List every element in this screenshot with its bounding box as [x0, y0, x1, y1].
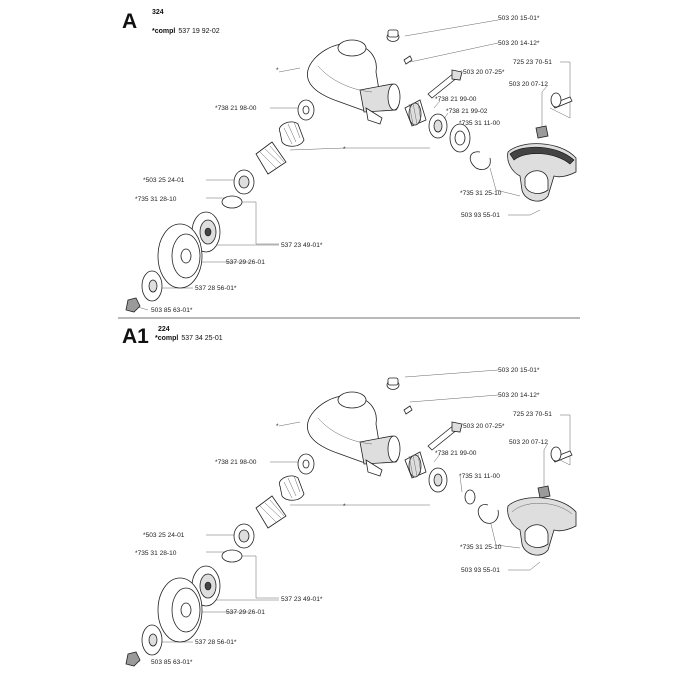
reference-star-label: *: [343, 146, 346, 153]
spline-shaft-part: [255, 141, 287, 175]
screw-part: [386, 29, 400, 42]
shim-part: [297, 99, 315, 121]
part-number-label: 503 85 63-01*: [151, 307, 193, 314]
support-cup-part: [157, 577, 203, 643]
washer-part: [464, 489, 476, 505]
lock-nut-part: [125, 651, 141, 667]
part-number-label: *738 21 99-02: [446, 108, 488, 115]
part-number-label: *503 25 24-01: [143, 532, 185, 539]
section-a-part-labels: 503 20 15-01* 503 20 14-12* 503 20 07-25…: [135, 15, 552, 314]
section-a-model: 324: [152, 9, 164, 16]
thrust-washer-part: [141, 270, 163, 302]
nut-part: [537, 485, 551, 499]
lock-nut-part: [125, 297, 141, 313]
washer-part: [449, 123, 471, 153]
part-number-label: 503 20 07-12: [509, 81, 548, 88]
nut-part: [535, 125, 549, 139]
part-number-label: 503 20 07-25*: [463, 423, 505, 430]
part-number-label: 725 23 70-51: [513, 411, 552, 418]
part-number-label: 503 20 07-25*: [463, 69, 505, 76]
bearing-part: [428, 113, 448, 139]
circlip-part: [477, 504, 499, 524]
bevel-gear-part: [404, 451, 427, 479]
bearing-lower-part: [233, 169, 255, 195]
reference-star-label: *: [276, 67, 279, 74]
bearing-part: [428, 467, 448, 493]
part-number-label: *735 31 28-10: [135, 196, 177, 203]
pinion-gear-part: [278, 121, 305, 147]
part-number-label: *735 31 11-00: [459, 120, 500, 127]
pinion-gear-part: [278, 475, 305, 501]
o-ring-part: [221, 549, 243, 563]
section-a1-letter: A1: [122, 325, 149, 348]
part-number-label: 537 29 26-01: [226, 609, 265, 616]
part-number-label: 503 20 07-12: [509, 439, 548, 446]
part-number-label: *735 31 25-10: [460, 544, 502, 551]
bearing-lower-part: [233, 523, 255, 549]
reference-star-label: *: [343, 503, 346, 510]
part-number-label: 503 20 14-12*: [498, 392, 540, 399]
section-a1-part-labels: 503 20 15-01* 503 20 14-12* 503 20 07-25…: [135, 367, 552, 666]
part-number-label: *735 31 25-10: [460, 190, 502, 197]
part-number-label: *735 31 11-00: [459, 473, 500, 480]
section-a-parts: [125, 29, 577, 313]
bevel-gear-part: [404, 99, 427, 127]
support-cup-part: [157, 223, 203, 289]
part-number-label: *503 25 24-01: [143, 177, 185, 184]
reference-star-label: *: [276, 423, 279, 430]
long-bolt-part: [427, 421, 463, 451]
part-number-label: 537 28 56-01*: [195, 639, 237, 646]
part-number-label: 503 20 14-12*: [498, 40, 540, 47]
gearbox-housing-part: [307, 391, 401, 477]
circlip-part: [469, 151, 491, 170]
shim-part: [297, 453, 315, 475]
part-number-label: 503 93 55-01: [461, 212, 500, 219]
gearbox-housing-part: [307, 39, 401, 125]
part-number-label: 725 23 70-51: [513, 59, 552, 66]
grub-screw-part: [403, 405, 413, 415]
part-number-label: 537 28 56-01*: [195, 285, 237, 292]
part-number-label: 503 20 15-01*: [498, 15, 540, 22]
part-number-label: 537 23 49-01*: [281, 596, 323, 603]
part-number-label: 503 85 63-01*: [151, 659, 193, 666]
part-number-label: *735 31 28-10: [135, 550, 177, 557]
o-ring-part: [221, 195, 243, 209]
guard-bracket-part: [507, 497, 577, 556]
part-number-label: *738 21 99-00: [435, 96, 477, 103]
bolt-part: [550, 92, 573, 109]
screw-part: [386, 377, 400, 390]
part-number-label: 537 23 49-01*: [281, 242, 323, 249]
section-a-letter: A: [122, 10, 137, 33]
part-number-label: *738 21 99-00: [435, 450, 477, 457]
thrust-washer-part: [141, 624, 163, 656]
part-number-label: *738 21 98-00: [215, 459, 257, 466]
spline-shaft-part: [255, 495, 287, 529]
part-number-label: 503 93 55-01: [461, 567, 500, 574]
part-number-label: 503 20 15-01*: [498, 367, 540, 374]
guard-bracket-part: [507, 143, 577, 202]
section-a1-parts: [125, 377, 577, 667]
bolt-part: [550, 446, 573, 463]
long-bolt-part: [427, 69, 463, 99]
grub-screw-part: [403, 55, 413, 65]
section-a1-model: 224: [158, 326, 170, 333]
part-number-label: 537 29 26-01: [226, 259, 265, 266]
part-number-label: *738 21 98-00: [215, 105, 257, 112]
